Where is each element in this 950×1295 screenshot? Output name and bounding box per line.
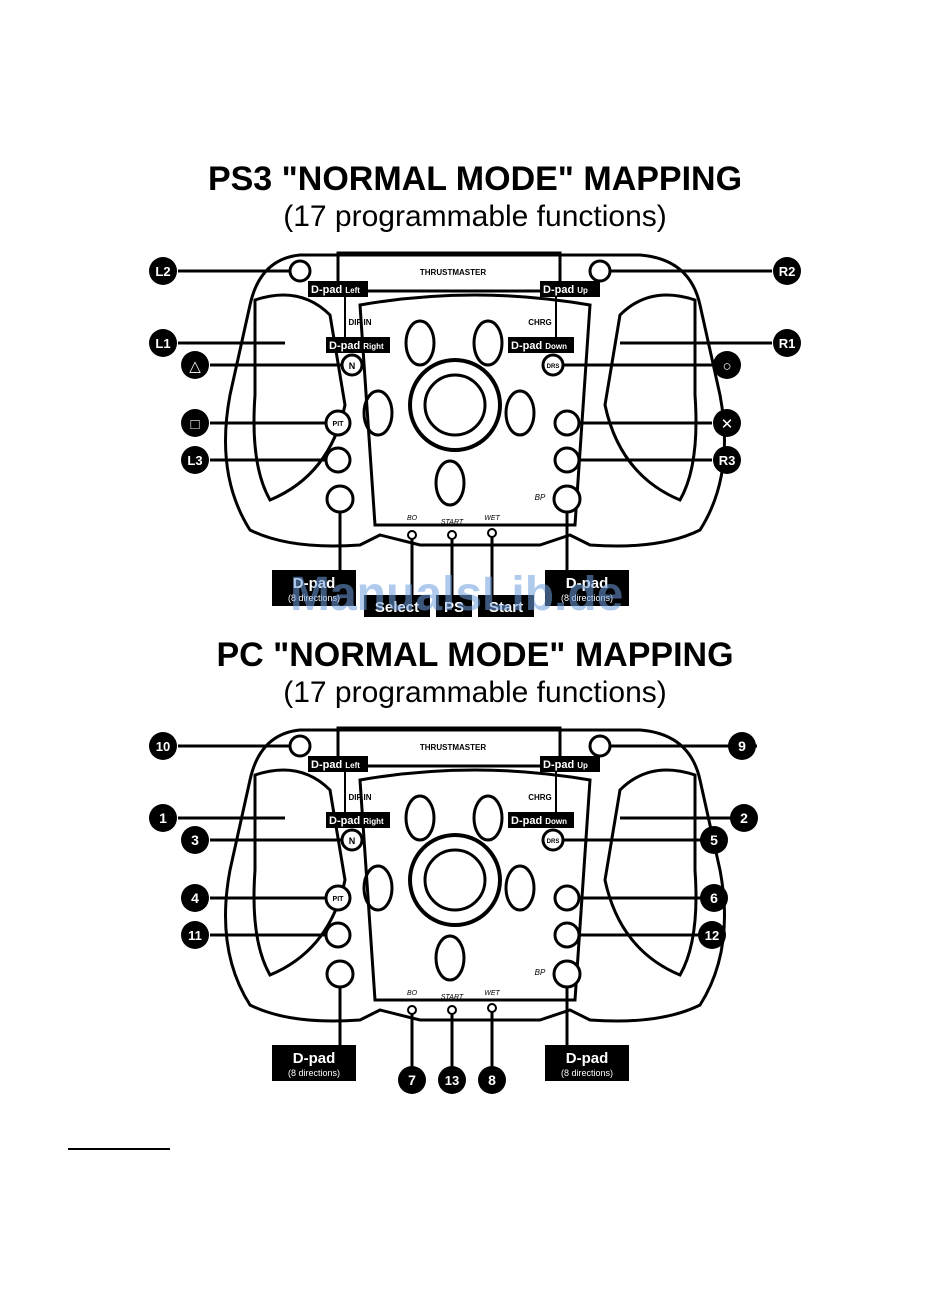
btn-n-label: N bbox=[349, 836, 356, 846]
chrg-label: CHRG bbox=[528, 793, 552, 802]
bp-label: BP bbox=[535, 493, 546, 502]
dpad-right-label: D-pad Right bbox=[329, 340, 384, 352]
brand-label: THRUSTMASTER bbox=[420, 743, 486, 752]
callout-12: 12 bbox=[705, 928, 719, 943]
callout-9: 9 bbox=[738, 738, 746, 754]
bo-label: BO bbox=[407, 515, 418, 522]
wet-label: WET bbox=[484, 990, 500, 997]
pc-title: PC "NORMAL MODE" MAPPING bbox=[216, 636, 734, 674]
callout-triangle: △ bbox=[189, 358, 201, 375]
watermark: ManualsLib.de bbox=[290, 568, 624, 621]
ps3-wheel-diagram: THRUSTMASTER BO START WET BP DIF IN CHRG… bbox=[149, 251, 801, 617]
brand-label: THRUSTMASTER bbox=[420, 268, 486, 277]
dpad-box-right-sub: (8 directions) bbox=[561, 593, 613, 603]
dpad-left-label: D-pad Left bbox=[311, 284, 360, 296]
toggle-switches bbox=[407, 528, 497, 540]
dpad-up-label: D-pad Up bbox=[543, 759, 588, 771]
btn-drs-label: DRS bbox=[547, 364, 560, 370]
callout-cross: ✕ bbox=[721, 416, 734, 433]
ps3-title: PS3 "NORMAL MODE" MAPPING bbox=[207, 160, 743, 198]
callout-l3: L3 bbox=[187, 453, 202, 468]
callout-2: 2 bbox=[740, 810, 748, 826]
dpad-up-label: D-pad Up bbox=[543, 284, 588, 296]
wheel-body bbox=[224, 253, 726, 548]
wheel-body bbox=[224, 728, 726, 1023]
dif-in-label: DIF IN bbox=[348, 793, 371, 802]
pc-bottom-callouts: 7 13 8 bbox=[398, 1066, 506, 1094]
btn-drs-label: DRS bbox=[547, 839, 560, 845]
dpad-box-right-sub: (8 directions) bbox=[561, 1068, 613, 1078]
dpad-box-right-title: D-pad bbox=[566, 1050, 609, 1067]
pc-right-callouts: 9 2 5 6 12 bbox=[698, 732, 758, 949]
wet-label: WET bbox=[484, 515, 500, 522]
start-box: Start bbox=[489, 599, 523, 616]
chrg-label: CHRG bbox=[528, 318, 552, 327]
dpad-box-left-title: D-pad bbox=[293, 1050, 336, 1067]
dpad-box-right-title: D-pad bbox=[566, 575, 609, 592]
pc-wheel-diagram: THRUSTMASTER BO START WET BP DIF IN CHRG… bbox=[149, 726, 758, 1094]
bp-label: BP bbox=[535, 968, 546, 977]
callout-1: 1 bbox=[159, 810, 167, 826]
dif-in-label: DIF IN bbox=[348, 318, 371, 327]
callout-l1: L1 bbox=[155, 336, 170, 351]
callout-5: 5 bbox=[710, 832, 718, 848]
ps3-left-callouts: L2 L1 △ □ L3 bbox=[149, 257, 209, 474]
dpad-right-label: D-pad Right bbox=[329, 815, 384, 827]
start-label: START bbox=[441, 994, 464, 1001]
dpad-box-left-title: D-pad bbox=[293, 575, 336, 592]
ps3-right-callouts: R2 R1 ○ ✕ R3 bbox=[713, 257, 801, 474]
footnote-rule bbox=[68, 1148, 170, 1150]
display-panel bbox=[336, 726, 562, 768]
rotary-knobs bbox=[362, 794, 536, 982]
callout-r1: R1 bbox=[779, 336, 796, 351]
callout-l2: L2 bbox=[155, 264, 170, 279]
btn-n-label: N bbox=[349, 361, 356, 371]
ps-box: PS bbox=[444, 599, 464, 616]
dpad-down-label: D-pad Down bbox=[511, 815, 567, 827]
callout-r3: R3 bbox=[719, 453, 736, 468]
callout-circle: ○ bbox=[722, 358, 731, 375]
start-label: START bbox=[441, 519, 464, 526]
pc-left-callouts: 10 1 3 4 11 bbox=[149, 732, 209, 949]
callout-10: 10 bbox=[156, 739, 170, 754]
display-panel bbox=[336, 251, 562, 293]
toggle-switches bbox=[407, 1003, 497, 1015]
callout-8: 8 bbox=[488, 1072, 496, 1088]
dpad-box-left-sub: (8 directions) bbox=[288, 593, 340, 603]
callout-13: 13 bbox=[445, 1073, 459, 1088]
dpad-left-label: D-pad Left bbox=[311, 759, 360, 771]
callout-6: 6 bbox=[710, 890, 718, 906]
dpad-box-left-sub: (8 directions) bbox=[288, 1068, 340, 1078]
callout-4: 4 bbox=[191, 890, 199, 906]
btn-pit-label: PIT bbox=[333, 421, 345, 428]
wheel-buttons bbox=[288, 259, 612, 514]
callout-square: □ bbox=[190, 416, 199, 433]
callout-11: 11 bbox=[188, 928, 202, 943]
callout-3: 3 bbox=[191, 832, 199, 848]
btn-pit-label: PIT bbox=[333, 896, 345, 903]
select-box: Select bbox=[375, 599, 419, 616]
ps3-subtitle: (17 programmable functions) bbox=[283, 200, 667, 233]
callout-7: 7 bbox=[408, 1072, 416, 1088]
bo-label: BO bbox=[407, 990, 418, 997]
pc-subtitle: (17 programmable functions) bbox=[283, 676, 667, 709]
rotary-knobs bbox=[362, 319, 536, 507]
wheel-buttons bbox=[288, 734, 612, 989]
callout-r2: R2 bbox=[779, 264, 796, 279]
dpad-down-label: D-pad Down bbox=[511, 340, 567, 352]
